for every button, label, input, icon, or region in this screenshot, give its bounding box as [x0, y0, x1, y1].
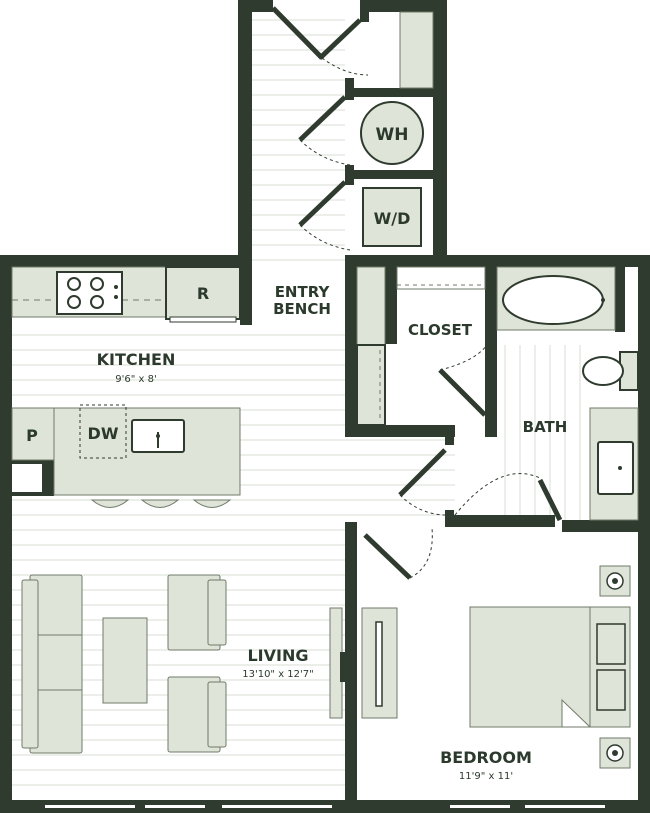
lamp-icon — [599, 565, 631, 597]
armchair-icon — [167, 676, 227, 753]
bedroom-label: BEDROOM — [440, 748, 532, 767]
coffee-table — [102, 617, 148, 704]
kitchen-label: KITCHEN — [97, 350, 176, 369]
dresser-icon — [361, 607, 398, 719]
lamp-icon — [599, 737, 631, 769]
range-icon — [56, 271, 123, 315]
bedroom-dims: 11'9" x 11' — [459, 771, 513, 782]
closet-label: CLOSET — [408, 321, 473, 339]
refrigerator-handle — [169, 316, 237, 323]
door-icon — [271, 6, 563, 580]
armchair-icon — [167, 574, 227, 651]
tv-icon — [329, 607, 345, 719]
water-heater-label: WH — [376, 125, 409, 145]
shelf — [399, 11, 434, 89]
toilet-icon — [582, 351, 639, 391]
bathtub-icon — [496, 266, 616, 331]
stool-icon — [90, 499, 232, 508]
kitchen-dims: 9'6" x 8' — [115, 374, 156, 385]
washer-dryer-label: W/D — [374, 209, 411, 228]
sink-icon — [131, 419, 185, 453]
window-icon — [45, 805, 605, 808]
washer-dryer-icon — [362, 187, 422, 247]
closet-shelf-inner — [356, 344, 386, 426]
sofa-icon — [21, 574, 83, 754]
living-dims: 13'10" x 12'7" — [242, 669, 314, 680]
floor-planks — [12, 19, 581, 786]
refrigerator-label: R — [197, 284, 209, 303]
bed-icon — [469, 606, 631, 728]
dishwasher — [79, 404, 127, 459]
entry-label-line1: ENTRY — [275, 283, 331, 301]
living-label: LIVING — [247, 646, 308, 665]
water-heater-icon — [360, 101, 424, 165]
refrigerator — [165, 266, 241, 320]
entry-label-line2: BENCH — [273, 300, 331, 318]
bath-label: BATH — [523, 418, 568, 436]
pantry-label: P — [26, 426, 38, 445]
dishwasher-label: DW — [88, 424, 119, 443]
vanity-icon — [589, 407, 639, 521]
closet-shelf-top — [396, 266, 486, 290]
window-icon — [631, 280, 634, 325]
